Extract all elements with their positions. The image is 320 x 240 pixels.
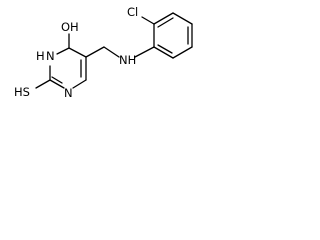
bond-ar-2-3-double — [157, 17, 174, 28]
bond-ar-6-1 — [153, 46, 174, 59]
label-cl: Cl — [127, 5, 138, 19]
bond-ar-2-3 — [153, 12, 174, 25]
label-nh-link: NH — [119, 53, 136, 67]
chlorophenyl-ring — [141, 12, 193, 59]
label-ring-nh-h: H — [36, 49, 45, 63]
bond-ch2-nh — [103, 46, 120, 58]
bond-n1-c2 — [49, 79, 65, 89]
bond-nh-aryl — [134, 46, 155, 58]
bond-n3-c4 — [56, 47, 70, 55]
label-hs: HS — [14, 85, 30, 99]
pyrimidine-ring — [35, 33, 87, 89]
label-oh: OH — [61, 20, 79, 34]
label-ring-n: N — [64, 86, 73, 100]
bond-c2-sh — [35, 79, 51, 89]
bond-ar-3-4 — [172, 12, 193, 25]
methylene-linker — [85, 46, 155, 58]
label-ring-nh-n: N — [46, 49, 55, 63]
bond-c5-ch2 — [85, 46, 105, 58]
bond-c6-n1 — [72, 79, 87, 89]
structure-diagram: OH H N N HS NH Cl — [14, 5, 193, 100]
bond-ar-5-6 — [172, 46, 193, 59]
bond-c4-c5 — [68, 47, 87, 58]
bond-c-cl — [141, 16, 155, 25]
bond-ar-6-1-double — [157, 44, 173, 54]
bond-n1-c2-double — [51, 76, 63, 84]
